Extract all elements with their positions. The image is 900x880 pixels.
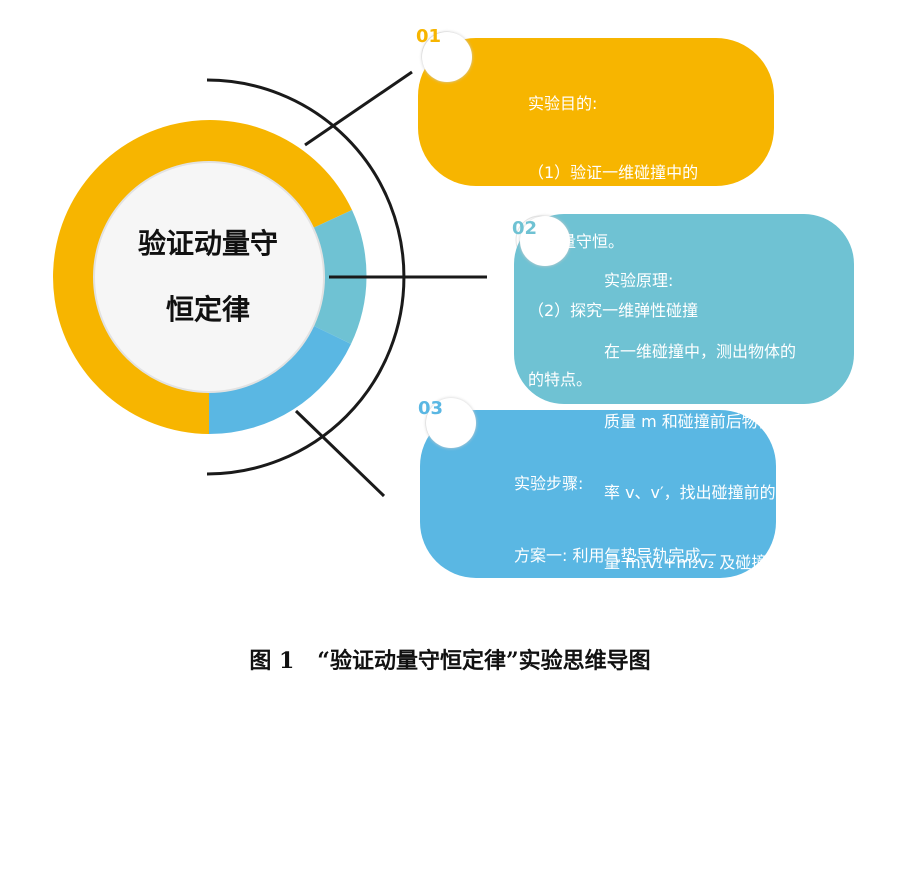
- connector-line-1: [304, 70, 413, 147]
- box3-line: 方案一: 利用气垫导轨完成一: [514, 546, 717, 565]
- box1-title: 实验目的:: [528, 94, 598, 113]
- box-principle: [514, 214, 854, 404]
- center-title-line2: 恒定律: [165, 293, 250, 326]
- box3-line: 维碰撞实验, 验证一维碰撞中: [514, 618, 717, 637]
- box1-line: 的特点。: [528, 370, 593, 389]
- box1-text: 实验目的: （1）验证一维碰撞中的 恶动量守恒。 （2）探究一维弹性碰撞 的特点…: [528, 46, 698, 414]
- box3-title: 实验步骤:: [514, 474, 584, 493]
- box2-line: 量 m₁v₁+m₂v₂ 及碰撞后的: [604, 553, 800, 572]
- box3-line: 运动完成一维碰撞实验。: [514, 834, 691, 853]
- box-steps: [420, 410, 776, 578]
- box2-line: 在一维碰撞中，测出物体的: [604, 341, 797, 361]
- box3-line: 方案二: 利用等大小球做平抛: [514, 762, 717, 781]
- box1-line: 恶动量守恒。: [528, 232, 625, 251]
- box2-line: 率 v、v′，找出碰撞前的动: [604, 482, 792, 502]
- figure-caption: 图 1 “验证动量守恒定律”实验思维导图: [249, 648, 651, 674]
- connector-line-3: [294, 409, 386, 498]
- box2-text: 实验原理: 在一维碰撞中，测出物体的 质量 m 和碰撞前后物体的速 率 v、v′…: [604, 222, 806, 739]
- box3-text: 实验步骤: 方案一: 利用气垫导轨完成一 维碰撞实验, 验证一维碰撞中 的动量守…: [514, 424, 716, 880]
- box2-title: 实验原理:: [604, 271, 674, 290]
- box-number-03: 03: [418, 398, 444, 419]
- box-number-02: 02: [512, 218, 538, 239]
- box1-line: （1）验证一维碰撞中的: [528, 163, 699, 182]
- center-disc: [93, 161, 325, 393]
- box1-line: （2）探究一维弹性碰撞: [528, 301, 699, 320]
- center-title-line1: 验证动量守: [137, 227, 278, 260]
- box-number-01: 01: [416, 26, 442, 47]
- box2-line: 质量 m 和碰撞前后物体的速: [604, 412, 806, 431]
- circle-overlay-03: [426, 398, 476, 448]
- circle-overlay-02: [520, 216, 570, 266]
- box-objective: [418, 38, 774, 186]
- ring-segment-blue: [209, 325, 351, 434]
- circle-overlay-01: [422, 32, 472, 82]
- box2-line: 动量 m₁v₁′ +m₂v₂′，看碰: [604, 623, 791, 643]
- box3-line: 的动量守恒。: [514, 690, 611, 709]
